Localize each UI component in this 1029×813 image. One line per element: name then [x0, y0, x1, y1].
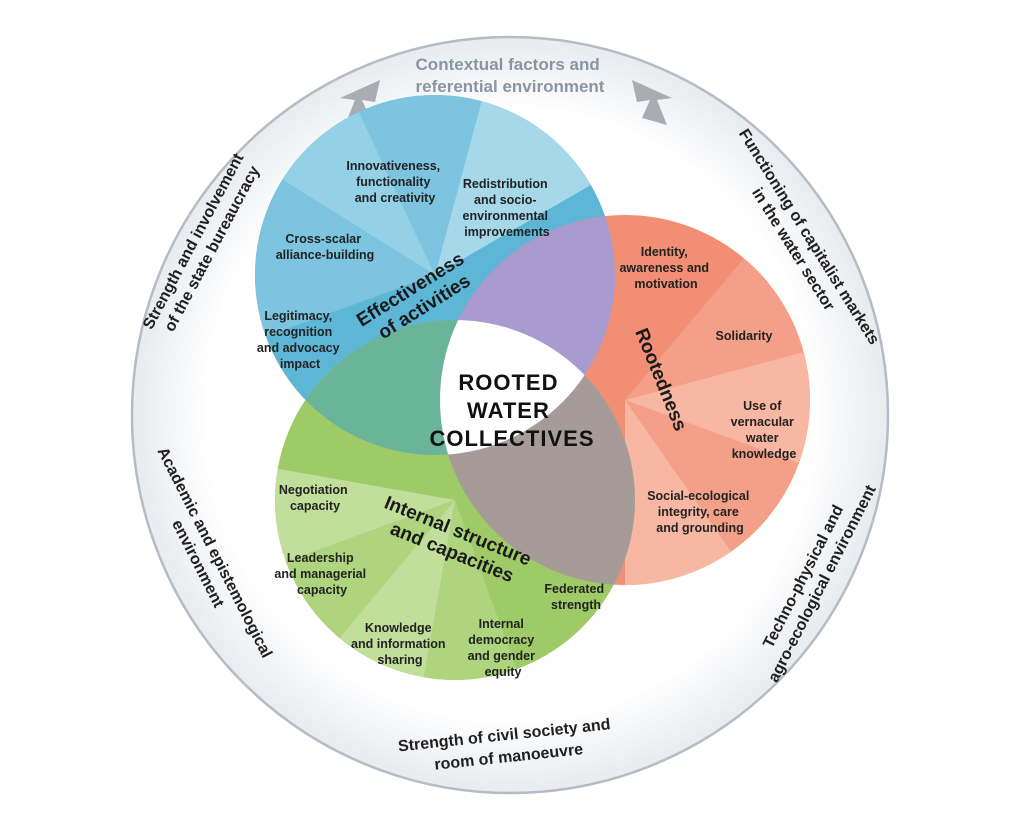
segment-wedge: [423, 500, 518, 680]
rootedness-segments: [625, 256, 810, 585]
context-arrow-right-icon: [632, 80, 672, 125]
segment-social-ecological: Social-ecological integrity, care and gr…: [647, 489, 753, 535]
segment-leadership: Leadership and managerial capacity: [274, 551, 369, 597]
segment-wedge: [283, 500, 455, 640]
segment-innovativeness: Innovativeness, functionality and creati…: [346, 159, 443, 205]
overlap-effectiveness-rootedness: [440, 215, 615, 455]
segment-redistribution: Redistribution and socio- environmental …: [463, 177, 552, 239]
segment-internal-democracy: Internal democracy and gender equity: [468, 617, 539, 679]
segment-wedge: [625, 256, 806, 400]
segment-solidarity: Solidarity: [716, 329, 773, 343]
segment-wedge: [358, 95, 483, 275]
segment-wedge: [625, 400, 801, 554]
segment-knowledge-sharing: Knowledge and information sharing: [351, 621, 449, 667]
segment-wedge: [275, 468, 455, 563]
segment-identity: Identity, awareness and motivation: [619, 245, 712, 291]
context-title: Contextual factors and referential envir…: [416, 55, 605, 96]
segment-wedge: [255, 178, 435, 338]
segment-wedge: [625, 400, 733, 585]
center-title: ROOTED WATER COLLECTIVES: [429, 370, 594, 451]
segment-wedge: [435, 99, 593, 275]
overlap-center: [440, 320, 615, 455]
segment-federated-strength: Federated strength: [544, 582, 607, 612]
segment-negotiation: Negotiation capacity: [279, 483, 351, 513]
segment-wedge: [280, 110, 435, 276]
segment-wedge: [338, 500, 455, 680]
effectiveness-segments: [255, 95, 593, 338]
segment-wedge: [625, 351, 810, 464]
internal-segments: [275, 468, 518, 680]
context-arrow-left-icon: [340, 80, 380, 125]
segment-cross-scalar: Cross-scalar alliance-building: [276, 232, 375, 262]
segment-vernacular-knowledge: Use of vernacular water knowledge: [731, 399, 798, 461]
segment-legitimacy: Legitimacy, recognition and advocacy imp…: [257, 309, 343, 371]
